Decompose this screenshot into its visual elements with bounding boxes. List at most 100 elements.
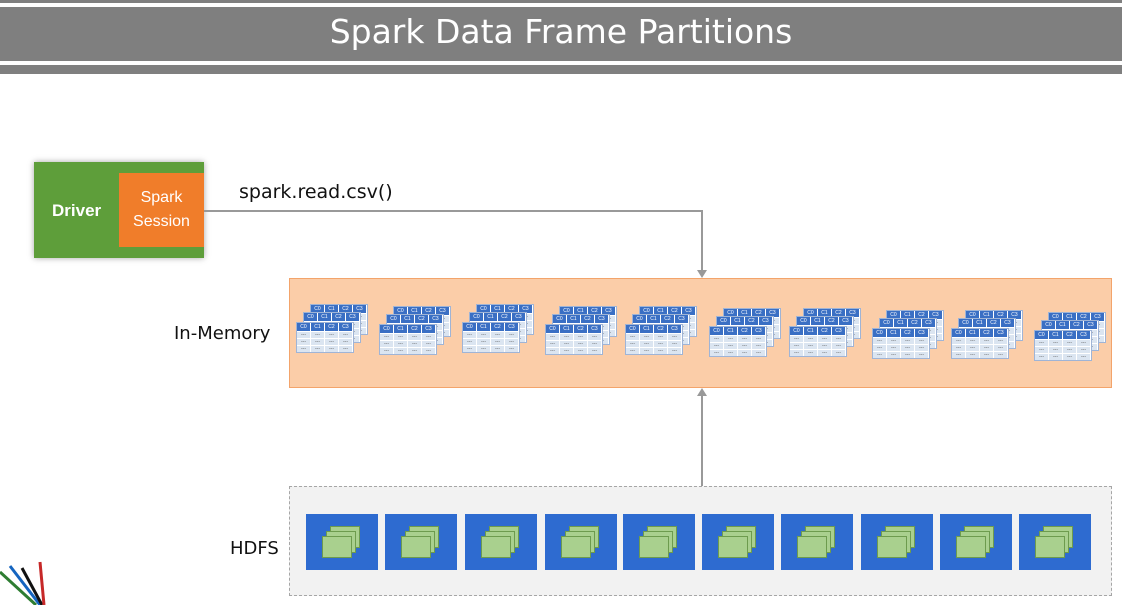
table-cell: --- [901,351,915,358]
hdfs-block-7 [781,514,853,570]
table-cell: --- [980,351,994,358]
table-header-cell: C2 [422,307,436,315]
table-cell: --- [966,344,980,351]
table-cell: --- [738,349,752,356]
table-cell: --- [325,345,339,352]
table-cell: --- [1049,353,1063,360]
table-cell: --- [408,333,422,340]
table-cell: --- [724,342,738,349]
table-header-cell: C1 [724,327,738,335]
table-header-cell: C2 [574,325,588,333]
table-header-cell: C3 [339,323,353,331]
table-cell: --- [873,344,887,351]
table-header-cell: C3 [929,311,943,319]
table-header-cell: C1 [477,323,491,331]
table-cell: --- [832,342,846,349]
table-cell: --- [463,345,477,352]
table-header-cell: C1 [311,323,325,331]
table-cell: --- [588,347,602,354]
table-cell: --- [588,333,602,340]
table-cell: --- [818,342,832,349]
table-header-cell: C3 [682,307,696,315]
table-header-cell: C3 [675,315,689,323]
table-header-cell: C3 [922,319,936,327]
table-cell: --- [574,340,588,347]
table-cell: --- [325,338,339,345]
table-header-cell: C3 [1077,331,1091,339]
table-header-cell: C0 [952,329,966,337]
table-header-cell: C1 [818,309,832,317]
title-bar: Spark Data Frame Partitions [0,0,1122,76]
table-header-cell: C3 [846,309,860,317]
table-cell: --- [297,345,311,352]
table-cell: --- [339,345,353,352]
spark-session-line2: Session [133,213,190,230]
table-header-cell: C1 [318,313,332,321]
table-cell: --- [297,338,311,345]
table-header-cell: C1 [654,307,668,315]
table-header-cell: C1 [738,309,752,317]
table-header-cell: C3 [668,325,682,333]
table-cell: --- [574,347,588,354]
table-cell: --- [339,331,353,338]
table-cell: --- [560,347,574,354]
table-header-cell: C2 [332,313,346,321]
table-cell: --- [325,331,339,338]
table-cell: --- [626,347,640,354]
table-cell: --- [408,340,422,347]
file-block-icon [401,536,431,558]
table-header-cell: C3 [519,305,533,313]
table-cell: --- [505,331,519,338]
table-cell: --- [560,333,574,340]
table-cell: --- [380,347,394,354]
table-header-cell: C0 [394,307,408,315]
table-header-cell: C2 [661,315,675,323]
table-cell: --- [724,349,738,356]
table-header-cell: C0 [380,325,394,333]
table-header-cell: C3 [1008,311,1022,319]
table-header-cell: C2 [498,313,512,321]
table-cell: --- [901,337,915,344]
table-cell: --- [952,344,966,351]
table-header-cell: C0 [873,329,887,337]
table-header-cell: C1 [1063,313,1077,321]
table-header-cell: C1 [901,311,915,319]
connector-horizontal [204,210,702,212]
table-header-cell: C0 [470,313,484,321]
table-header-cell: C2 [1077,313,1091,321]
file-block-icon [639,536,669,558]
table-header-cell: C2 [415,315,429,323]
hdfs-block-10 [1019,514,1091,570]
table-header-cell: C0 [633,315,647,323]
table-cell: --- [804,335,818,342]
table-header-cell: C1 [567,315,581,323]
table-cell: --- [505,345,519,352]
table-header-cell: C2 [745,317,759,325]
table-header-cell: C3 [839,317,853,325]
table-header-cell: C3 [994,329,1008,337]
table-header-cell: C1 [640,325,654,333]
table-cell: --- [752,335,766,342]
table-cell: --- [873,351,887,358]
arrowhead-up-icon [697,388,707,396]
table-cell: --- [790,342,804,349]
table-cell: --- [915,344,929,351]
table-cell: --- [790,335,804,342]
table-header-cell: C3 [602,307,616,315]
table-header-cell: C0 [710,327,724,335]
table-header-cell: C0 [311,305,325,313]
table-cell: --- [668,340,682,347]
table-cell: --- [626,333,640,340]
table-header-cell: C1 [980,311,994,319]
table-header-cell: C1 [491,305,505,313]
hdfs-block-2 [385,514,457,570]
table-cell: --- [710,335,724,342]
table-cell: --- [394,340,408,347]
table-cell: --- [626,340,640,347]
table-header-cell: C1 [325,305,339,313]
table-cell: --- [640,333,654,340]
